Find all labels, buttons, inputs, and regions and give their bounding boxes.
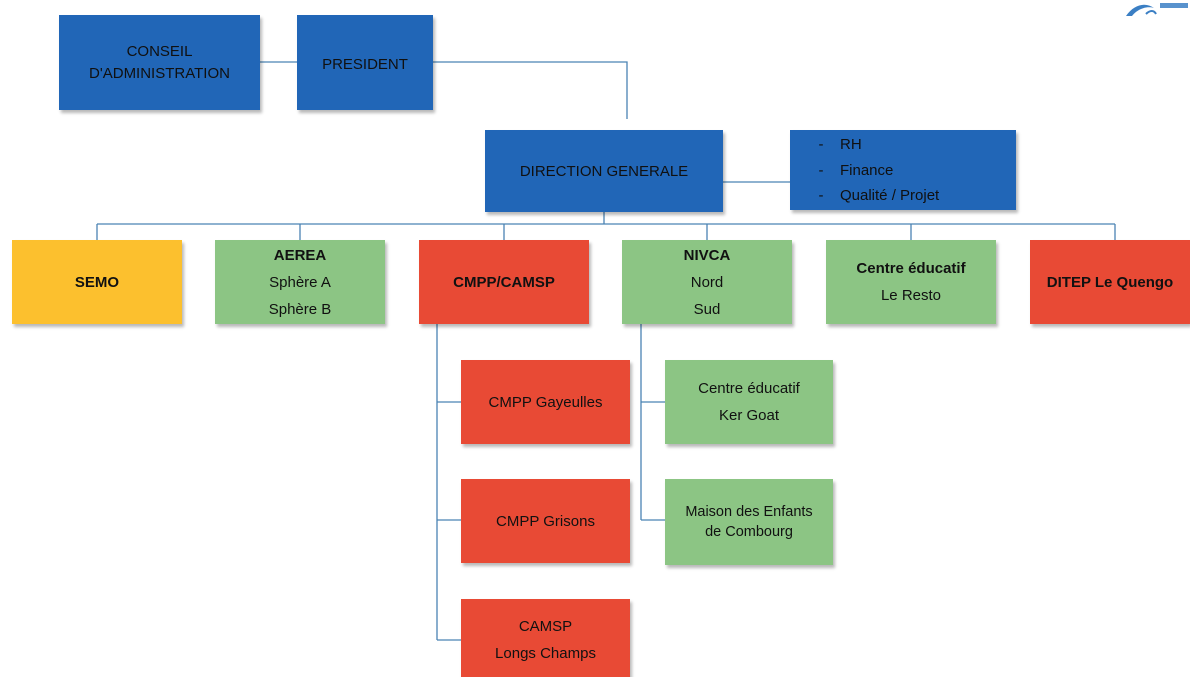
nivca-nord: Nord xyxy=(690,273,724,291)
president-box: PRESIDENT xyxy=(297,15,433,110)
service-rh: RH xyxy=(840,136,862,153)
nivca-title: NIVCA xyxy=(683,246,731,264)
conseil-line-2: D'ADMINISTRATION xyxy=(89,64,230,82)
centre-educatif-title: Centre éducatif xyxy=(856,260,966,277)
logo-fragment xyxy=(1126,3,1188,16)
cmpp-camsp-box: CMPP/CAMSP xyxy=(419,240,589,324)
ditep-box: DITEP Le Quengo xyxy=(1030,240,1190,324)
aerea-box: AEREA Sphère A Sphère B xyxy=(215,240,385,324)
bullet-dash: - xyxy=(818,136,824,153)
aerea-title: AEREA xyxy=(273,246,327,264)
services-list: -RH -Finance -Qualité / Projet xyxy=(790,130,1016,210)
nivca-box: NIVCA Nord Sud xyxy=(622,240,792,324)
conseil-administration-box: CONSEIL D'ADMINISTRATION xyxy=(59,15,260,110)
cmpp-gayeulles-box: CMPP Gayeulles xyxy=(461,360,630,444)
ker-goat-line-1: Centre éducatif xyxy=(698,380,800,397)
semo-label: SEMO xyxy=(74,273,120,291)
aerea-sphere-b: Sphère B xyxy=(268,300,332,318)
direction-generale-box: DIRECTION GENERALE xyxy=(485,130,723,212)
service-item: -Qualité / Projet xyxy=(802,183,1016,209)
centre-educatif-box: Centre éducatif Le Resto xyxy=(826,240,996,324)
camsp-longs-champs-box: CAMSP Longs Champs xyxy=(461,599,630,677)
cmpp-gayeulles-label: CMPP Gayeulles xyxy=(488,393,603,411)
centre-educatif-ker-goat-box: Centre éducatif Ker Goat xyxy=(665,360,833,444)
service-qualite: Qualité / Projet xyxy=(840,187,940,204)
aerea-sphere-a: Sphère A xyxy=(269,273,331,291)
cmpp-camsp-label: CMPP/CAMSP xyxy=(453,273,555,291)
longs-champs-label: Longs Champs xyxy=(495,645,596,662)
nivca-sud: Sud xyxy=(693,300,721,318)
ditep-label: DITEP Le Quengo xyxy=(1046,273,1174,291)
service-finance: Finance xyxy=(840,161,894,179)
service-item: -RH xyxy=(802,132,1016,158)
semo-box: SEMO xyxy=(12,240,182,324)
direction-generale-label: DIRECTION GENERALE xyxy=(519,162,689,180)
centre-educatif-le-resto: Le Resto xyxy=(880,287,942,304)
service-item: -Finance xyxy=(802,158,1016,184)
camsp-label: CAMSP xyxy=(518,618,573,635)
maison-line-1: Maison des Enfants xyxy=(685,504,813,520)
conseil-line-1: CONSEIL xyxy=(126,42,193,60)
connector-president-direction xyxy=(433,61,628,119)
ker-goat-line-2: Ker Goat xyxy=(718,407,780,424)
services-box: -RH -Finance -Qualité / Projet xyxy=(790,130,1016,210)
maison-enfants-combourg-box: Maison des Enfants de Combourg xyxy=(665,479,833,565)
maison-line-2: de Combourg xyxy=(705,524,793,540)
bullet-dash: - xyxy=(818,187,824,204)
cmpp-grisons-box: CMPP Grisons xyxy=(461,479,630,563)
president-label: PRESIDENT xyxy=(322,56,408,73)
bullet-dash: - xyxy=(818,161,824,179)
cmpp-grisons-label: CMPP Grisons xyxy=(496,512,595,530)
